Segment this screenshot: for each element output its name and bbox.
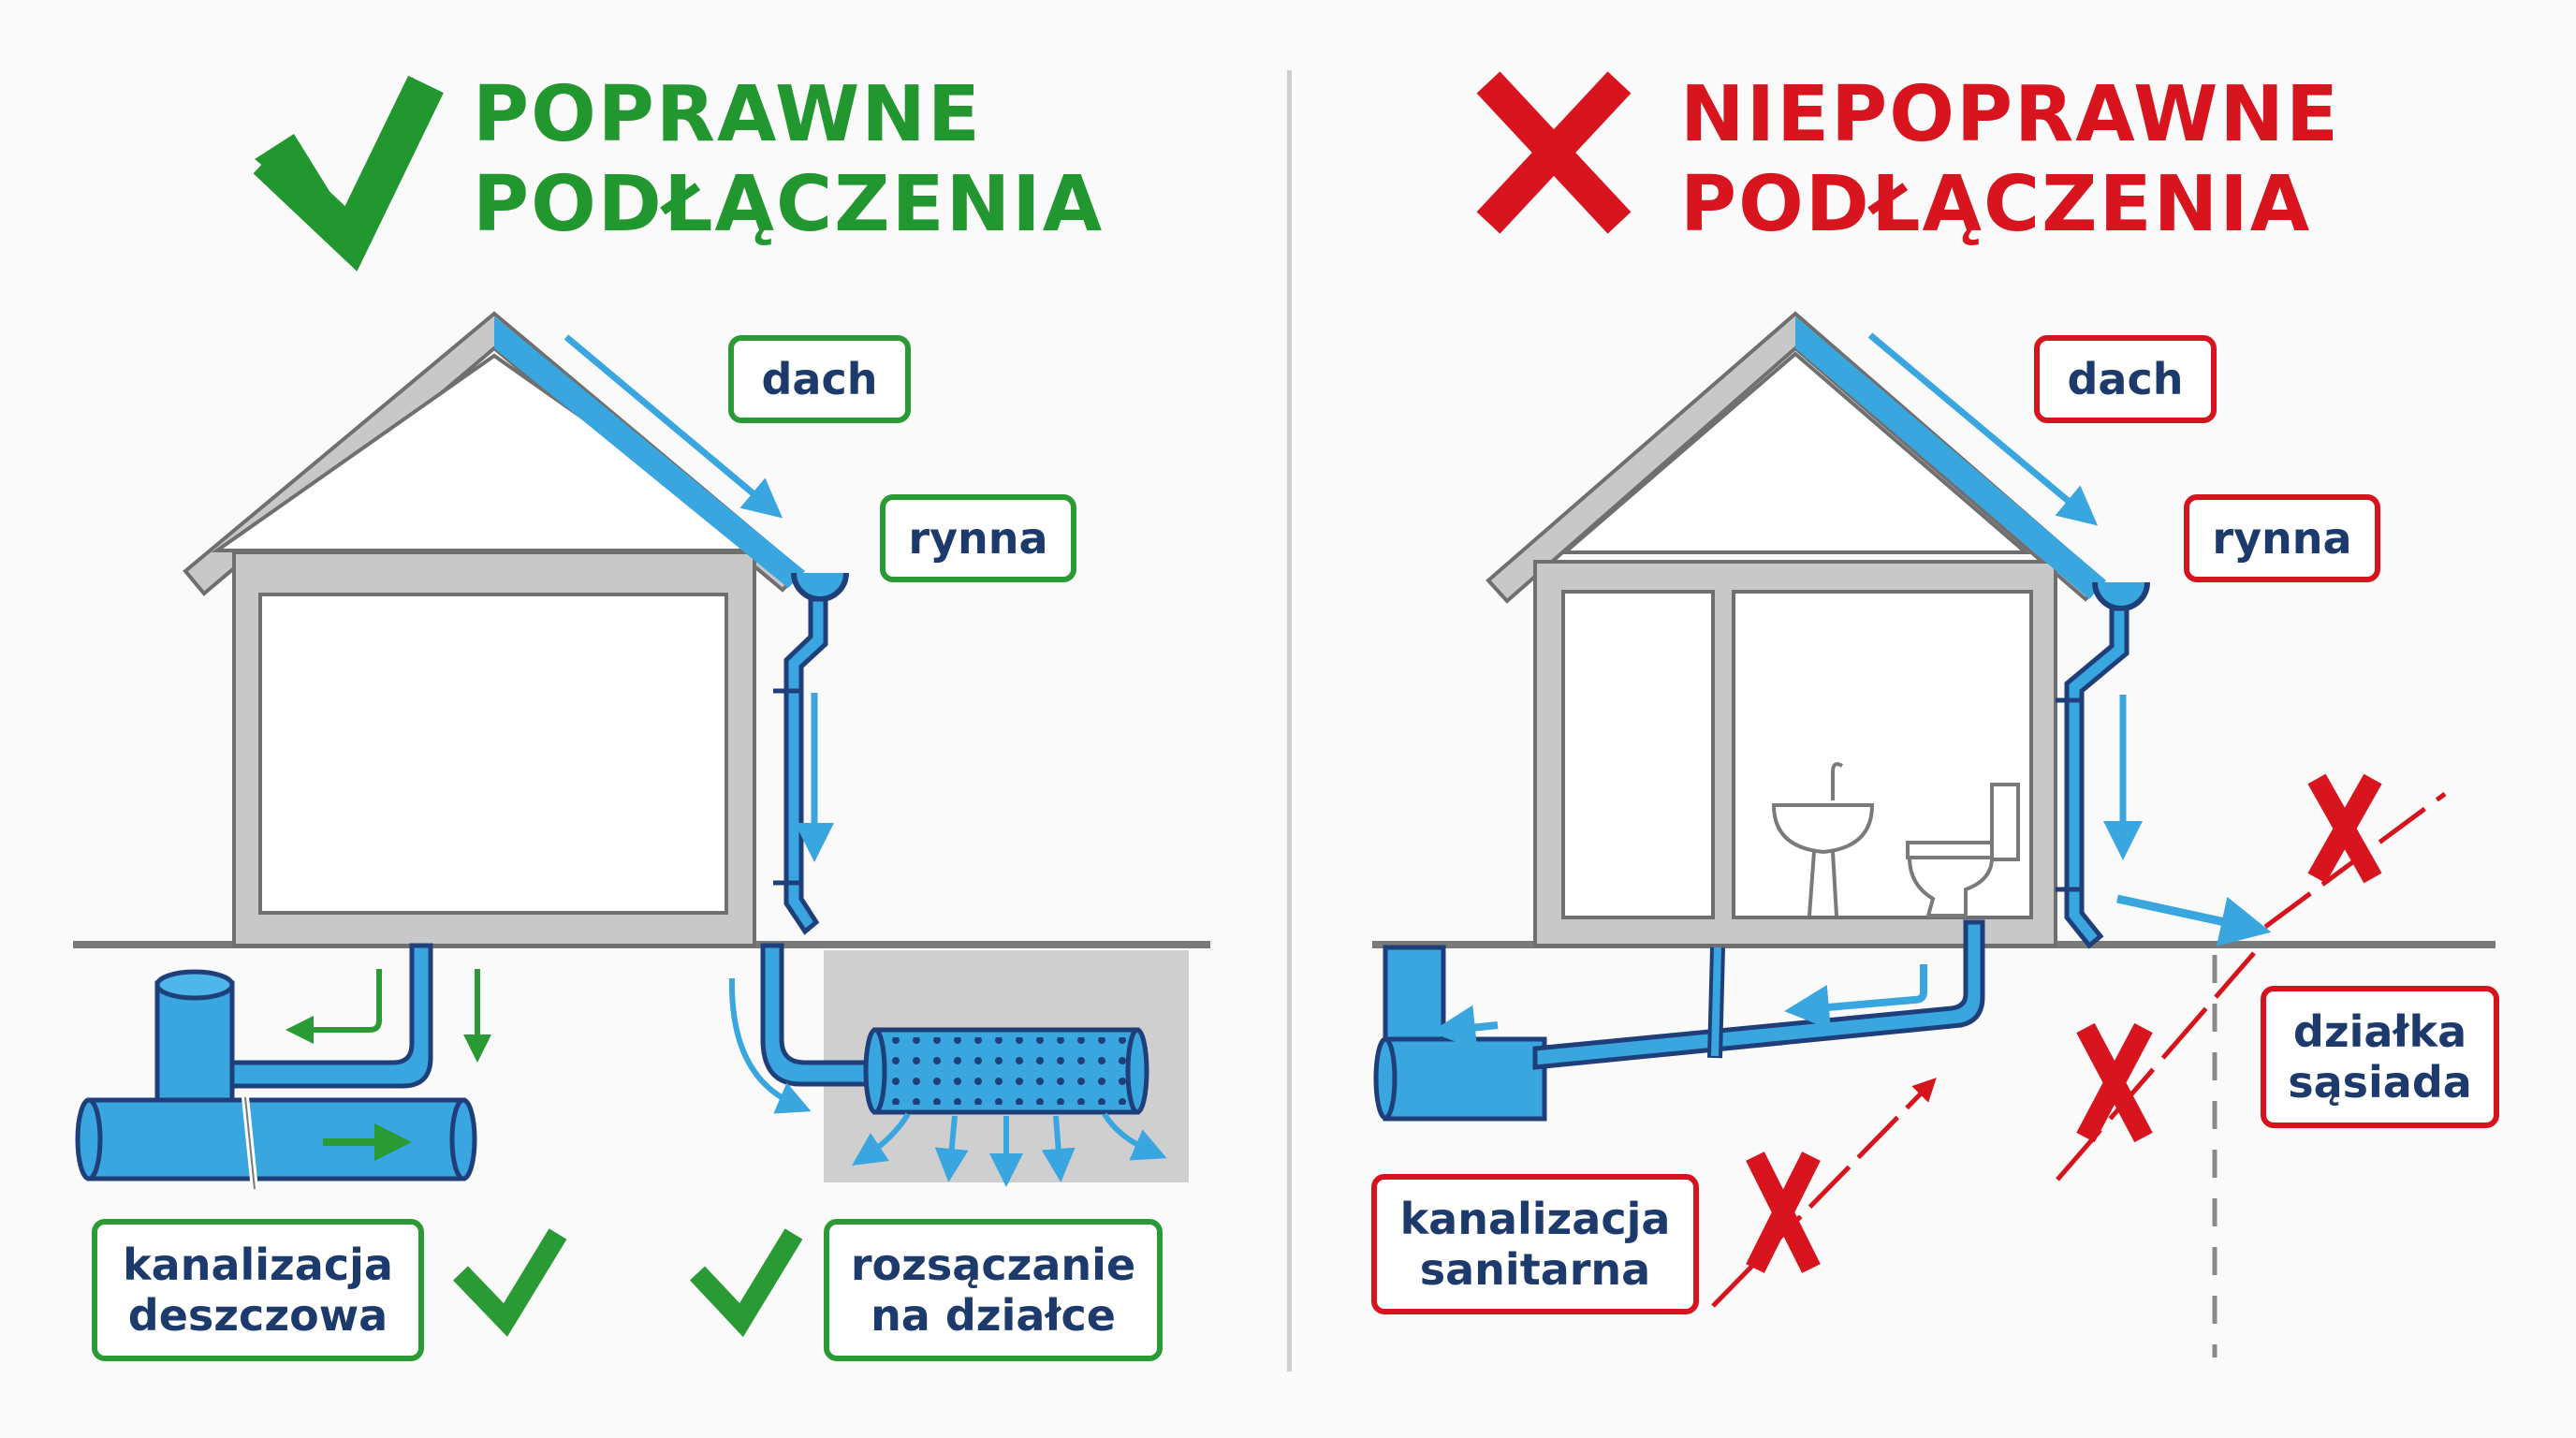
- cross-icon-sanitary: [1746, 1152, 1821, 1273]
- label-infiltration: rozsączanie na działce: [824, 1219, 1163, 1361]
- cross-icon: [1476, 71, 1632, 234]
- cross-icon-neighbor: [2076, 1022, 2153, 1143]
- panel-divider: [1287, 70, 1292, 1372]
- label-text: rynna: [908, 513, 1048, 564]
- label-text: sąsiada: [2288, 1057, 2472, 1108]
- storm-sewer-pipe: [75, 943, 491, 1190]
- label-text: kanalizacja: [123, 1240, 393, 1290]
- title-line-2: PODŁĄCZENIA: [473, 160, 1105, 249]
- label-text: dach: [761, 354, 878, 404]
- infiltration-trench: [728, 943, 1189, 1187]
- label-gutter: rynna: [880, 494, 1076, 582]
- cross-icon-runoff: [2307, 773, 2382, 884]
- label-text: działka: [2292, 1006, 2467, 1057]
- flow-arrow-to-neighbor: [2116, 894, 2272, 946]
- title-line-2: PODŁĄCZENIA: [1680, 160, 2312, 249]
- title-line-1: POPRAWNE: [473, 70, 982, 159]
- flow-arrow-roof-right: [1867, 332, 2099, 526]
- flow-arrow-roof: [564, 334, 783, 519]
- label-roof-incorrect: dach: [2034, 335, 2217, 423]
- title-line-1: NIEPOPRAWNE: [1680, 70, 2341, 159]
- toilet-icon: [1906, 783, 2020, 917]
- label-text: rozsączanie: [850, 1240, 1136, 1290]
- label-sanitary-sewer: kanalizacja sanitarna: [1371, 1174, 1699, 1314]
- sink-icon: [1771, 762, 1875, 917]
- sanitary-sewer-pipe: [1373, 919, 1985, 1122]
- gutter-downpipe-right: [2056, 581, 2150, 949]
- check-icon: [253, 75, 444, 271]
- check-icon-storm: [453, 1228, 567, 1337]
- label-roof: dach: [728, 335, 911, 423]
- label-neighbor-plot: działka sąsiada: [2261, 986, 2499, 1128]
- house-correct: [183, 311, 805, 947]
- title-incorrect: NIEPOPRAWNE PODŁĄCZENIA: [1680, 70, 2340, 250]
- label-text: deszczowa: [127, 1290, 388, 1341]
- gutter-downpipe: [773, 572, 849, 935]
- roof-water: [494, 316, 805, 588]
- check-icon-infiltration: [689, 1228, 803, 1338]
- house-incorrect: [1486, 311, 2106, 947]
- label-text: kanalizacja: [1399, 1194, 1671, 1244]
- label-text: dach: [2067, 354, 2184, 404]
- label-text: rynna: [2212, 513, 2352, 564]
- label-storm-sewer: kanalizacja deszczowa: [92, 1219, 424, 1361]
- title-correct: POPRAWNE PODŁĄCZENIA: [473, 70, 1104, 250]
- label-text: sanitarna: [1419, 1244, 1651, 1295]
- label-gutter-incorrect: rynna: [2184, 494, 2380, 582]
- label-text: na działce: [871, 1290, 1116, 1341]
